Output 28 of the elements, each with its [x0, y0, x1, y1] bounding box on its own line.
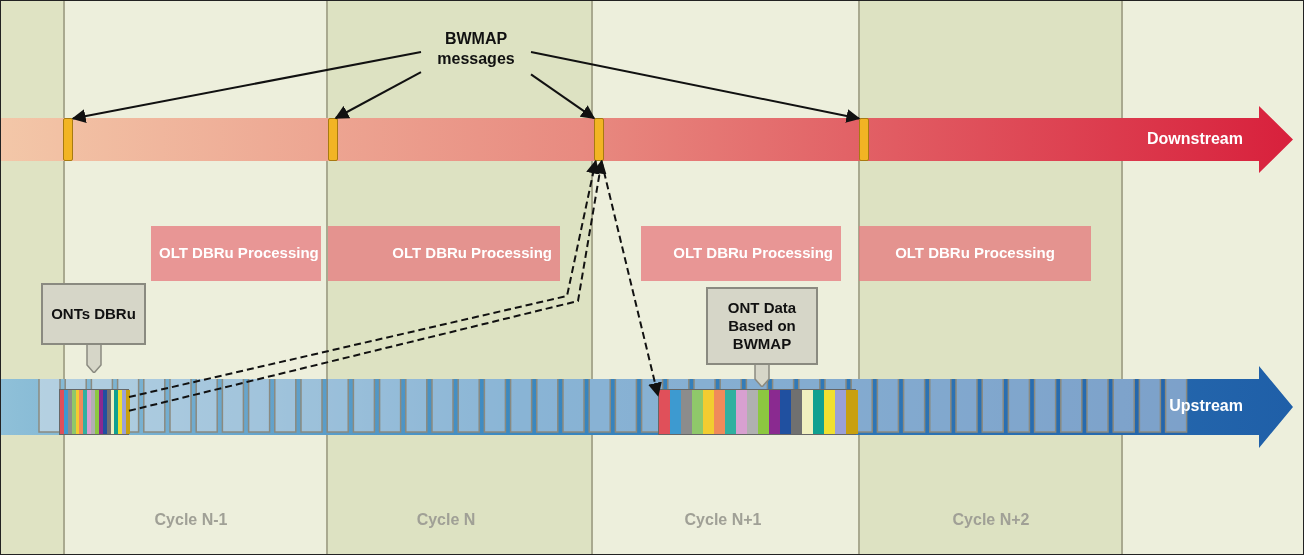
data-burst	[59, 389, 129, 435]
bwmap-marker	[594, 118, 604, 161]
data-burst	[658, 389, 856, 435]
callout-text: BWMAP messages	[421, 29, 531, 79]
arrow	[71, 50, 422, 123]
processing-band	[328, 226, 560, 281]
arrow	[530, 73, 596, 120]
processing-band	[859, 226, 1091, 281]
bwmap-marker	[328, 118, 338, 161]
band-label: OLT DBRu Processing	[159, 244, 319, 261]
callout-box: ONTs DBRu	[41, 283, 146, 345]
cycle-label: Cycle N-1	[153, 511, 229, 529]
bwmap-marker	[63, 118, 73, 161]
band-label: OLT DBRu Processing	[392, 244, 552, 261]
callout-box: ONT Data Based on BWMAP	[706, 287, 818, 365]
band-label: OLT DBRu Processing	[894, 244, 1056, 261]
cycle-label: Cycle N	[415, 511, 477, 529]
bwmap-marker	[859, 118, 869, 161]
downstream-label: Downstream	[1146, 129, 1243, 148]
processing-band	[641, 226, 841, 281]
arrow	[334, 71, 422, 119]
band-label: OLT DBRu Processing	[673, 244, 833, 261]
cycle-label: Cycle N+1	[683, 511, 763, 529]
upstream-label: Upstream	[1169, 397, 1243, 415]
processing-band	[151, 226, 321, 281]
arrow	[600, 160, 662, 397]
cycle-label: Cycle N+2	[951, 511, 1031, 529]
arrow	[530, 51, 861, 123]
